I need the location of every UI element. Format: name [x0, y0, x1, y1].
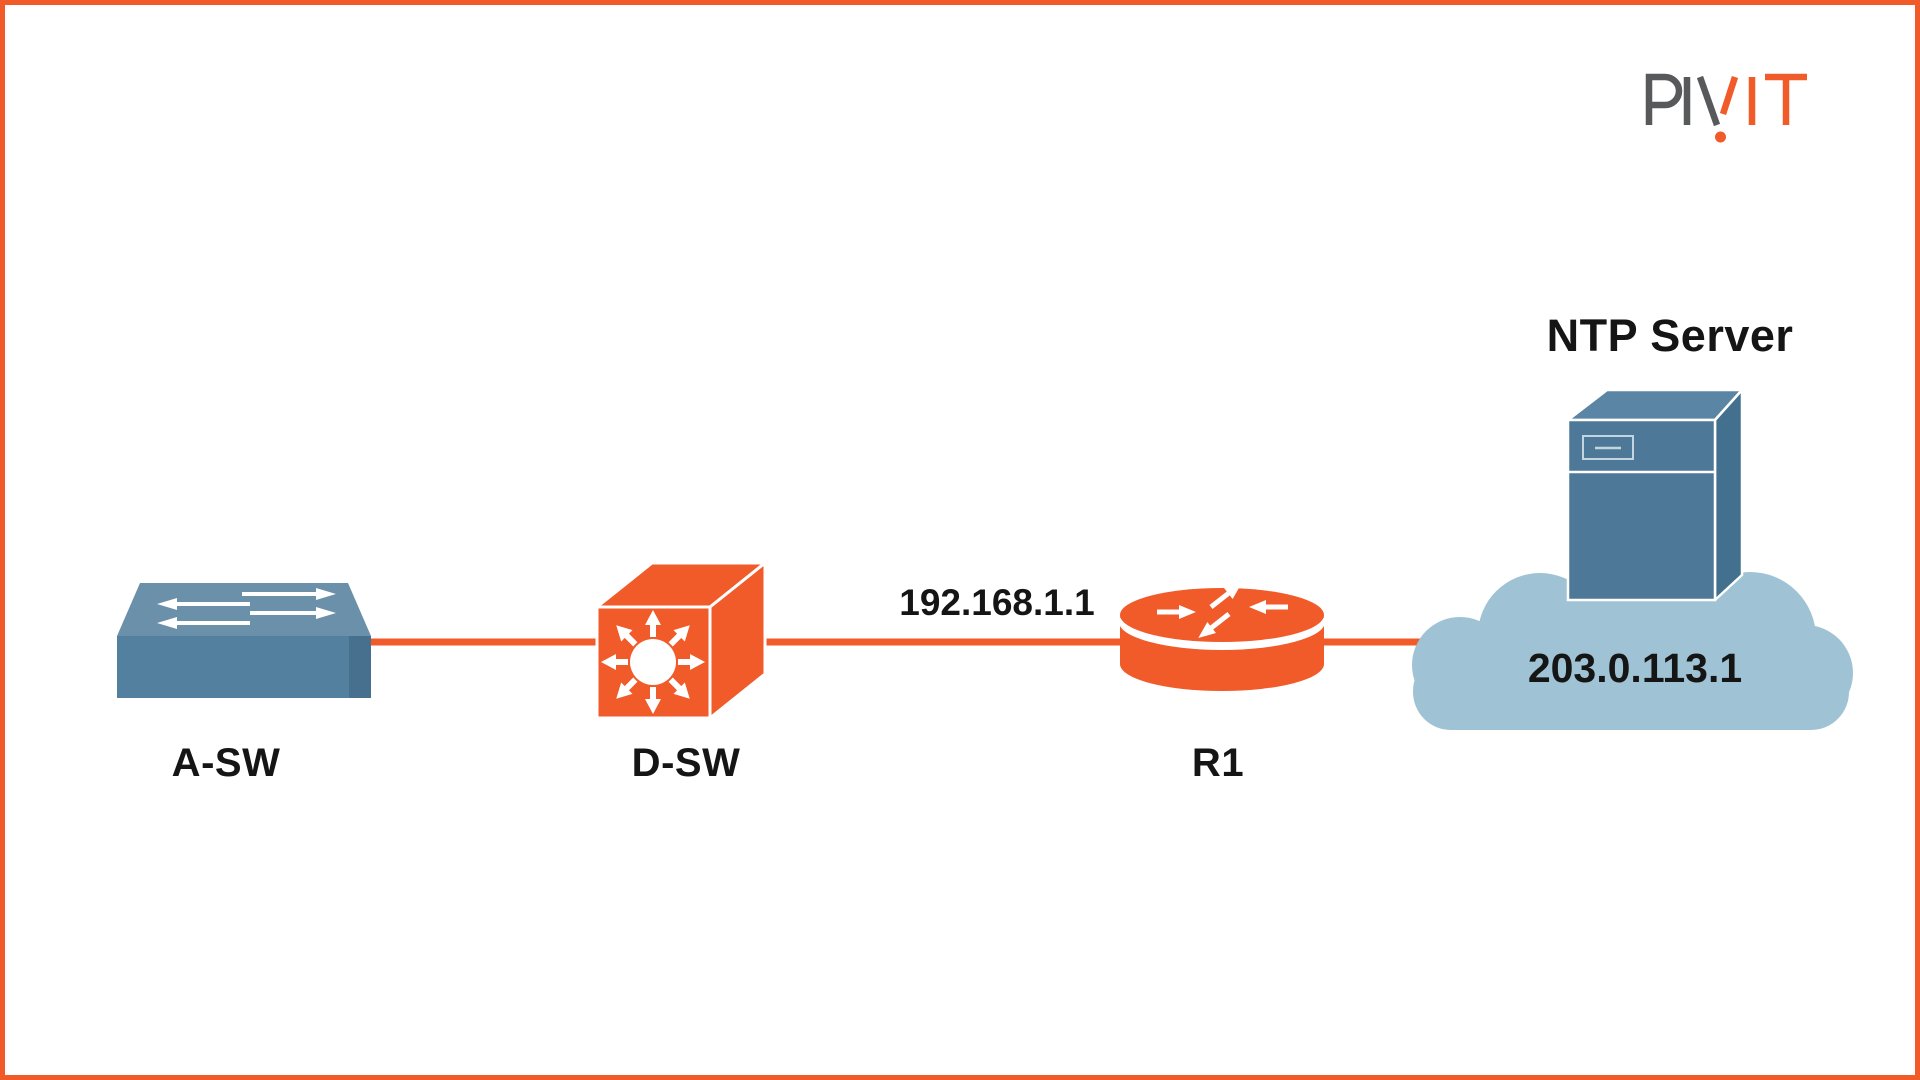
- logo-orange-letters: [1715, 73, 1807, 143]
- link-ip-label: 192.168.1.1: [899, 582, 1095, 623]
- server-slot: [1582, 435, 1634, 460]
- cloud-icon: [1412, 557, 1853, 730]
- workgroup-switch-icon: [117, 583, 371, 698]
- cloud-ip-label: 203.0.113.1: [1527, 645, 1743, 691]
- pivit-logo: [1645, 73, 1807, 143]
- ntp-server-title: NTP Server: [1546, 310, 1794, 361]
- server-icon: [1566, 388, 1744, 602]
- logo-gray-letters: [1645, 73, 1721, 127]
- device-label-d-sw: D-SW: [631, 741, 741, 785]
- multilayer-switch-icon: [595, 561, 767, 720]
- router-icon: [1119, 577, 1325, 691]
- device-label-r1: R1: [1191, 741, 1245, 785]
- diagram-shapes: [117, 388, 1853, 730]
- device-label-a-sw: A-SW: [171, 741, 281, 785]
